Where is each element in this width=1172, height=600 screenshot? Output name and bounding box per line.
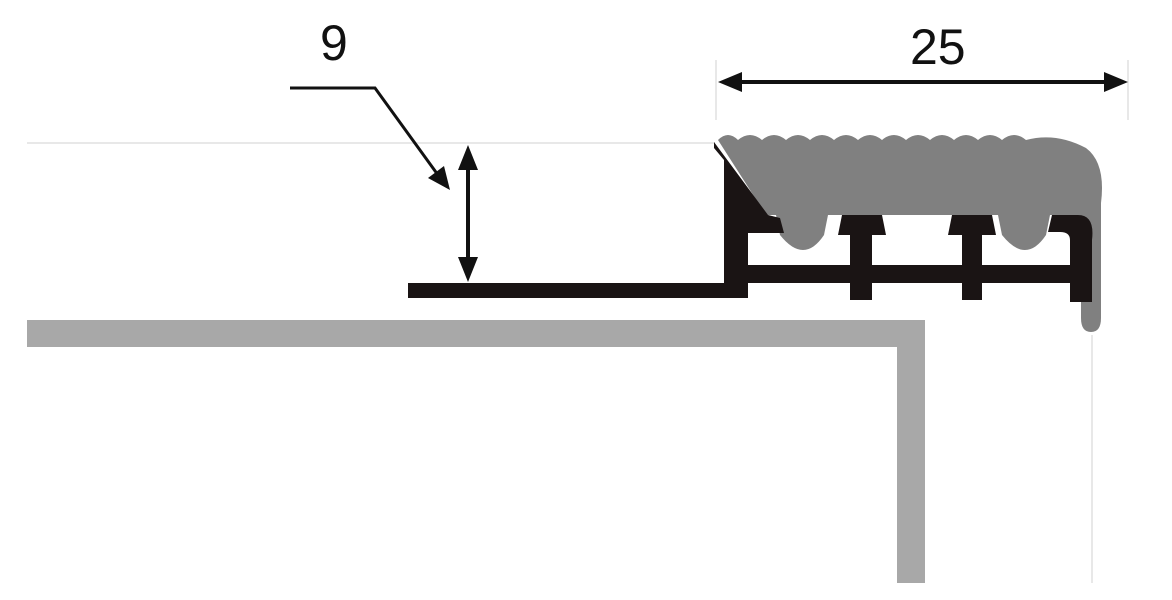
- step-outline: [27, 320, 925, 583]
- height-label: 9: [320, 15, 348, 71]
- width-dimension-arrow: [718, 72, 1128, 92]
- height-leader-line: [290, 86, 450, 190]
- height-dimension-arrow: [458, 145, 478, 282]
- guide-lines: [27, 60, 1129, 583]
- width-label: 25: [910, 19, 966, 75]
- tread-insert: [718, 135, 1102, 332]
